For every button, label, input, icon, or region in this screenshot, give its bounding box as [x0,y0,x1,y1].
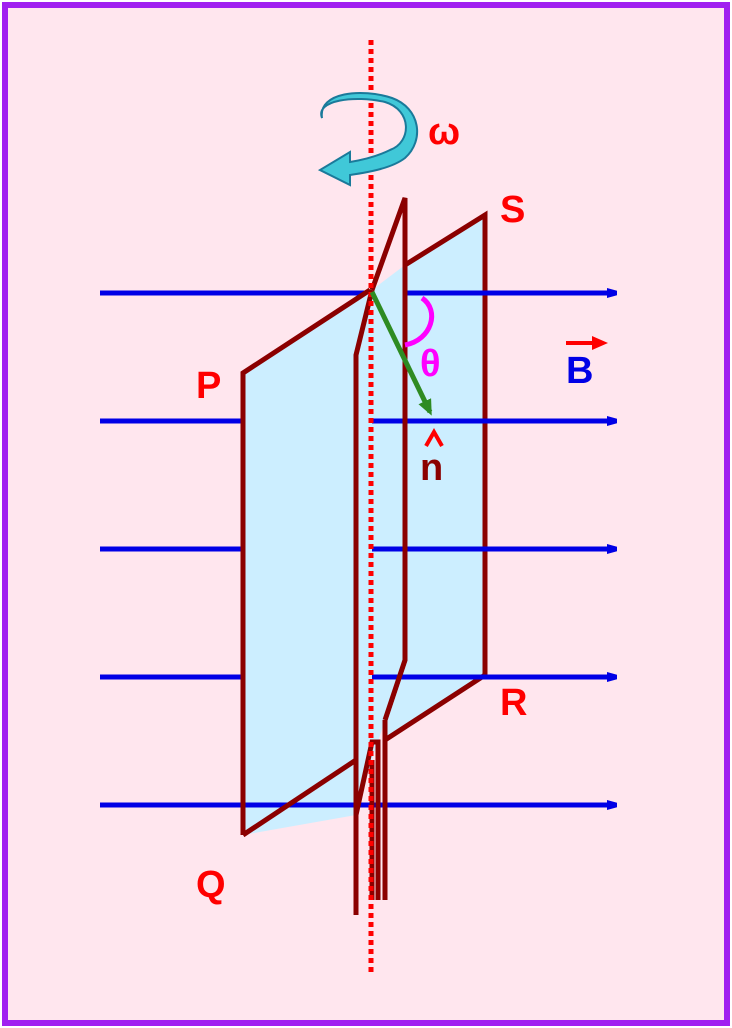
label-n: n [420,447,443,489]
coil-outline [240,197,408,915]
n-hat-icon [424,427,444,447]
b-vector-arrow [566,336,608,350]
angle-arc [404,295,435,348]
label-q: Q [196,864,226,906]
label-s: S [500,189,525,231]
label-r: R [500,682,527,724]
label-theta: θ [420,343,441,385]
label-b: B [566,350,593,392]
coil-front-face [243,290,370,835]
normal-vector-arrow [369,290,433,416]
rotation-arrow-icon [317,92,419,187]
label-omega: ω [428,111,460,153]
label-p: P [196,365,221,407]
